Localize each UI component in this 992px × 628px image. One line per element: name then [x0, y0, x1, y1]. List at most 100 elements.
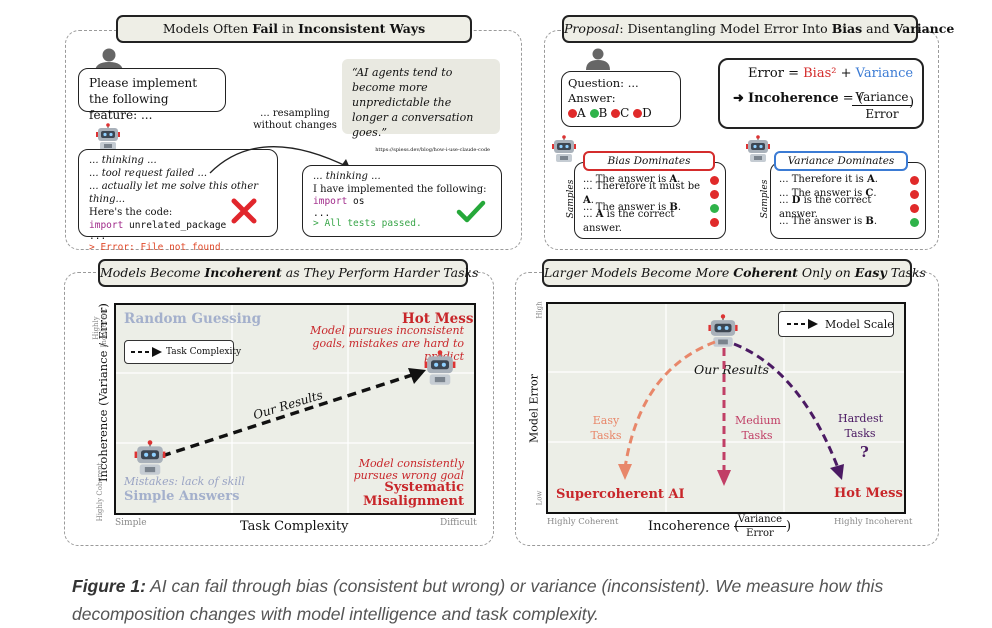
legend-label: Model Scale: [825, 318, 894, 331]
sample-row: ... Therefore it must be A.: [583, 181, 719, 206]
sample-row: ... The answer is B.: [583, 201, 719, 215]
sample-row: ... The answer is C.: [779, 187, 919, 201]
scale-arrows: [618, 340, 844, 486]
variance-samples-box: ... Therefore it is A. ... The answer is…: [770, 162, 926, 239]
fail-line: Here's the code:: [89, 207, 173, 218]
error-equation: Error = Bias² + Variance: [748, 66, 914, 81]
caption-label: Figure 1:: [72, 576, 146, 596]
y-tick-low: Low: [535, 490, 544, 506]
sample-row: ... The answer is B.: [779, 215, 919, 229]
systematic-description: Model consistently pursues wrong goal: [353, 457, 464, 482]
hardest-tasks-label: Hardest Tasks: [838, 412, 884, 440]
quote-text: “AI agents tend to become more unpredict…: [352, 66, 474, 139]
user-prompt-bubble: Please implement the following feature: …: [78, 68, 226, 122]
samples-label: Samples: [566, 179, 576, 219]
panel3-title: Models Become Incoherent as They Perform…: [98, 259, 479, 287]
robot-icon: [744, 135, 772, 167]
passing-response-box: ... thinking ... I have implemented the …: [302, 165, 502, 237]
our-results-label: Our Results: [694, 362, 769, 377]
option-dot: [589, 109, 599, 118]
equation-box: [718, 58, 924, 129]
easy-tasks-label: Easy Tasks: [590, 414, 622, 442]
incoherence-paren: ): [909, 95, 915, 110]
quote-url: https://spiess.dev/blog/how-i-use-claude…: [375, 147, 490, 153]
sample-row: ... The answer is A.: [583, 173, 719, 187]
answer-options: A B C D: [568, 106, 674, 121]
x-tick-coherent: Highly Coherent: [547, 517, 619, 527]
fail-dots: ...: [89, 231, 107, 242]
fail-code: import unrelated_package: [89, 220, 227, 231]
question-box: Question: ... Answer: A B C D: [561, 71, 681, 127]
caption-text: AI can fail through bias (consistent but…: [72, 576, 884, 624]
robot-icon: [94, 123, 122, 155]
resample-label: ... resampling without changes: [253, 108, 337, 131]
hot-mess-label: Hot Mess: [402, 311, 474, 327]
x-tick-difficult: Difficult: [440, 518, 477, 528]
cross-icon: [230, 197, 258, 229]
systematic-misalignment-label: Systematic Misalignment: [363, 480, 464, 509]
sample-row: ... D is the correct answer.: [779, 195, 919, 220]
panel4-title: Larger Models Become More Coherent Only …: [542, 259, 926, 287]
correct-dot: [710, 203, 719, 213]
x-tick-simple: Simple: [115, 518, 147, 528]
wrong-dot: [710, 189, 719, 199]
medium-tasks-label: Medium Tasks: [735, 414, 781, 442]
x-axis-paren: ): [786, 519, 792, 534]
option-dot: [633, 109, 643, 118]
x-axis-label: Incoherence (: [648, 519, 740, 534]
ok-pass: > All tests passed.: [313, 217, 422, 229]
y-axis-label: Model Error: [527, 374, 541, 443]
fail-line: ... thinking ...: [89, 155, 157, 166]
option-dot: [611, 109, 621, 118]
panel2-title: Proposal: Disentangling Model Error Into…: [562, 15, 954, 43]
ok-dots: ...: [313, 207, 331, 219]
sample-row: ... A is the correct answer.: [583, 209, 719, 234]
quote-box: “AI agents tend to become more unpredict…: [342, 59, 500, 153]
variance-dominates-tag: Variance Dominates: [774, 151, 908, 171]
check-icon: [456, 200, 486, 228]
incoherence-fraction: Variance Error: [852, 89, 912, 122]
hot-mess-label: Hot Mess: [834, 486, 903, 501]
x-axis-fraction: Variance Error: [734, 513, 786, 540]
legend-arrow-icon: [787, 319, 818, 329]
wrong-dot: [910, 203, 919, 213]
figure-caption: Figure 1: AI can fail through bias (cons…: [72, 572, 932, 628]
random-guessing-label: Random Guessing: [124, 311, 262, 327]
complexity-plot: [114, 303, 476, 515]
robot-icon: [550, 135, 578, 167]
supercoherent-label: Supercoherent AI: [556, 487, 685, 502]
bias-dominates-tag: Bias Dominates: [583, 151, 715, 171]
wrong-dot: [710, 175, 719, 185]
wrong-dot: [910, 175, 919, 185]
x-axis-label: Task Complexity: [240, 519, 349, 534]
question-mark: ?: [860, 443, 869, 461]
samples-label: Samples: [760, 179, 770, 219]
fail-error: > Error: File not found: [89, 242, 221, 253]
ok-line: I have implemented the following:: [313, 183, 487, 195]
legend-arrow-icon: [131, 347, 162, 357]
option-dot: [568, 109, 577, 118]
wrong-dot: [910, 189, 919, 199]
y-tick-high: High: [535, 301, 544, 319]
mistakes-label: Mistakes: lack of skill: [124, 475, 245, 488]
ok-line: ... thinking ...: [313, 171, 381, 182]
robot-icon: [706, 314, 740, 352]
plot-gridlines: [548, 304, 904, 512]
incoherence-equation: ➜ Incoherence = (: [733, 91, 863, 106]
question-text: Question: ...: [568, 76, 639, 90]
legend-box: [124, 340, 234, 364]
user-icon: [584, 48, 612, 74]
failing-response-box: ... thinking ... ... tool request failed…: [78, 149, 278, 253]
legend-label: Task Complexity: [166, 347, 242, 357]
wrong-dot: [710, 217, 719, 227]
robot-icon: [422, 350, 458, 390]
fail-line: ... tool request failed ...: [89, 168, 208, 179]
sample-row: ... Therefore it is A.: [779, 173, 919, 187]
bias-samples-box: ... The answer is A. ... Therefore it mu…: [574, 162, 726, 239]
simple-answers-label: Simple Answers: [124, 489, 240, 504]
x-tick-incoherent: Highly Incoherent: [834, 517, 913, 527]
correct-dot: [910, 217, 919, 227]
y-tick-top: Highly Incoherent: [92, 308, 108, 348]
answer-text: Answer:: [568, 91, 616, 105]
robot-icon: [132, 440, 168, 480]
